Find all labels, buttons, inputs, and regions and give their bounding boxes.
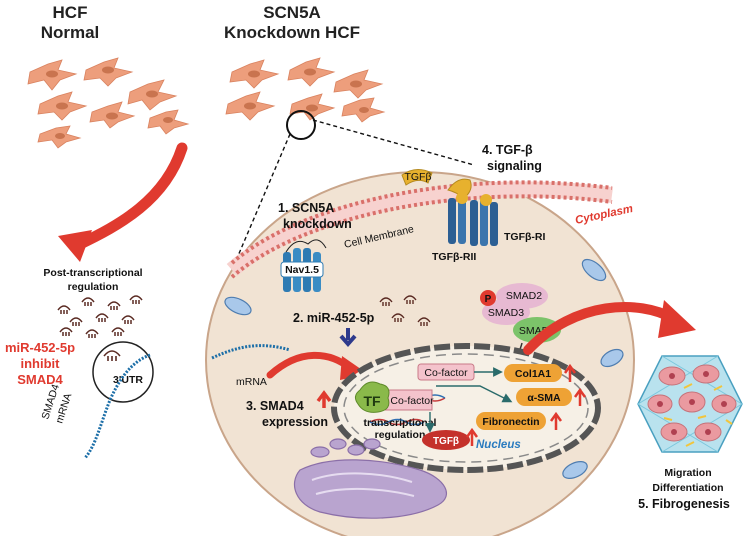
post-transcriptional-line1: Post-transcriptional xyxy=(43,267,142,279)
gene-fibronectin xyxy=(476,412,546,430)
tgfb-ligand-label: TGFβ xyxy=(404,171,431,183)
smad3-label: SMAD3 xyxy=(488,307,524,319)
curved-arrow-to-fibrogenesis xyxy=(523,302,677,355)
transcriptional-line2: regulation xyxy=(375,429,426,441)
smad2-label: SMAD2 xyxy=(506,290,542,302)
mirna-hairpins-cell xyxy=(379,295,431,326)
header-normal-line2: Normal xyxy=(41,23,100,42)
step5-label: 5. Fibrogenesis xyxy=(638,497,730,511)
cell-mrna-strand xyxy=(211,344,291,360)
step4-line2: signaling xyxy=(487,159,542,173)
step3-line2: expression xyxy=(262,415,328,429)
mitochondrion-icon xyxy=(224,258,624,479)
asma-up-arrow xyxy=(573,387,587,406)
step2-down-arrow xyxy=(339,328,357,348)
smad4-mrna-strand xyxy=(83,353,151,459)
gene-arrow-1 xyxy=(436,385,513,403)
migration-label: Migration xyxy=(664,467,711,479)
knockdown-fibroblast-nuclei xyxy=(244,68,369,113)
cell-membrane xyxy=(226,180,614,279)
transcriptional-line1: transcriptional xyxy=(364,417,437,429)
gene-col1a1-label: Col1A1 xyxy=(515,368,551,380)
header-knockdown-line1: SCN5A xyxy=(263,3,321,22)
utr-label: 3'UTR xyxy=(113,374,143,386)
zoom-line-left xyxy=(231,133,291,271)
fibronectin-up-arrow xyxy=(549,411,563,430)
curved-arrow-head-right xyxy=(658,300,696,338)
fibrogenic-cell-cluster xyxy=(637,355,743,453)
mirna-hairpins-left xyxy=(57,295,143,338)
receptor1-label: TGFβ-RI xyxy=(504,231,545,243)
mir-inhibit-line3: SMAD4 xyxy=(17,372,63,387)
gene-col1a1 xyxy=(504,364,562,382)
tgfb-up-arrow xyxy=(465,427,479,446)
gene-asma xyxy=(516,388,572,406)
cofactor-label-lower: Co-factor xyxy=(390,395,434,407)
mir-inhibit-line2: inhibit xyxy=(21,356,61,371)
utr-zoom-circle xyxy=(92,341,154,403)
step2-label: 2. miR-452-5p xyxy=(293,311,375,325)
nucleus-label: Nucleus xyxy=(476,439,521,451)
step3-line1: 3. SMAD4 xyxy=(246,399,304,413)
tf-blob xyxy=(354,381,390,413)
tf-label: TF xyxy=(363,393,381,409)
receptor2-label: TGFβ-RII xyxy=(432,251,476,263)
cytoplasm-label: Cytoplasm xyxy=(574,203,634,227)
cofactor-label-upper: Co-factor xyxy=(424,367,468,379)
mirna-bound-icon xyxy=(103,350,121,361)
zoom-line-right xyxy=(312,119,475,166)
nav15-label: Nav1.5 xyxy=(285,264,319,276)
tgfb-receptor-complex xyxy=(448,192,498,246)
step3-up-arrow xyxy=(316,390,332,408)
curved-arrow-post-transcriptional xyxy=(72,142,188,251)
curved-arrow-head-left xyxy=(58,230,92,262)
gene-asma-label: α-SMA xyxy=(527,392,561,404)
gene-tgfb-label: TGFβ xyxy=(433,436,459,447)
step1-line1: 1. SCN5A xyxy=(278,201,334,215)
normal-fibroblast-nuclei xyxy=(46,66,173,139)
smad3-shape xyxy=(482,299,530,325)
header-knockdown-line2: Knockdown HCF xyxy=(224,23,360,42)
step1-line2: knockdown xyxy=(283,217,352,231)
phospho-label: P xyxy=(485,294,492,305)
mir-inhibit-line1: miR-452-5p xyxy=(5,340,75,355)
phospho-circle xyxy=(480,290,496,306)
zoom-circle xyxy=(286,110,316,140)
gene-tgfb xyxy=(422,430,470,450)
step4-line1: 4. TGF-β xyxy=(482,143,533,157)
col1a1-up-arrow xyxy=(563,363,577,382)
differentiation-label: Differentiation xyxy=(652,482,723,494)
nucleus-inner-envelope xyxy=(343,353,589,463)
header-normal-line1: HCF xyxy=(53,3,88,22)
endoplasmic-reticulum xyxy=(293,438,448,519)
gene-fibronectin-label: Fibronectin xyxy=(482,416,539,428)
nav15-channel xyxy=(280,239,327,292)
cell-mrna-label: mRNA xyxy=(236,376,267,388)
post-transcriptional-line2: regulation xyxy=(68,281,119,293)
